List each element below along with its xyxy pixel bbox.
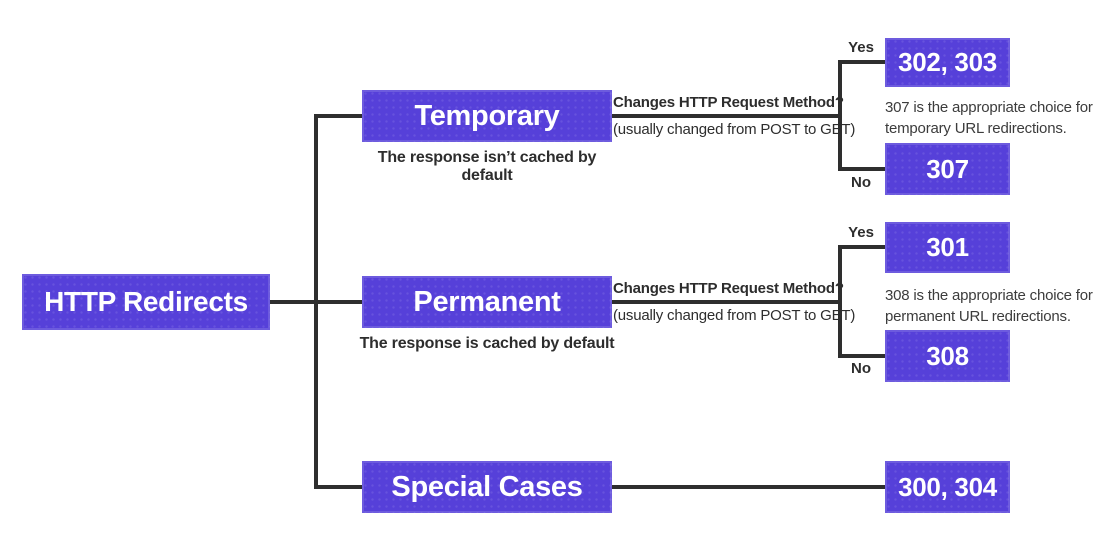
connector-temporary-branch-vertical [838, 60, 842, 171]
connector-trunk-to-temporary [314, 114, 362, 118]
permanent-no-result-label: 308 [926, 340, 969, 371]
connector-temporary-no [838, 167, 886, 171]
node-temporary-label: Temporary [414, 99, 560, 132]
temporary-no-result-label: 307 [926, 153, 969, 184]
connector-temporary-question [612, 114, 842, 118]
question-sub-temporary: (usually changed from POST to GET) [613, 121, 856, 138]
root-node-label: HTTP Redirects [44, 286, 248, 317]
caption-temporary: The response isn’t cached by default [377, 149, 597, 184]
label-temporary-no: No [851, 174, 871, 191]
node-permanent-no-result: 308 [885, 330, 1010, 382]
connector-permanent-branch-vertical [838, 245, 842, 358]
node-temporary: Temporary [362, 90, 612, 142]
node-temporary-no-result: 307 [885, 143, 1010, 195]
connector-trunk-vertical [314, 114, 318, 489]
node-temporary-yes-result: 302, 303 [885, 38, 1010, 87]
question-temporary: Changes HTTP Request Method? [613, 94, 844, 111]
question-permanent: Changes HTTP Request Method? [613, 280, 844, 297]
connector-permanent-question [612, 300, 842, 304]
note-temporary: 307 is the appropriate choice for tempor… [885, 99, 1093, 137]
connector-temporary-yes [838, 60, 886, 64]
temporary-yes-result-label: 302, 303 [898, 47, 997, 77]
caption-permanent: The response is cached by default [359, 335, 615, 352]
connector-permanent-no [838, 354, 886, 358]
node-permanent-yes-result: 301 [885, 222, 1010, 273]
node-special-cases-result: 300, 304 [885, 461, 1010, 513]
special-cases-result-label: 300, 304 [898, 471, 997, 502]
connector-permanent-yes [838, 245, 886, 249]
root-node-http-redirects: HTTP Redirects [22, 274, 270, 330]
label-temporary-yes: Yes [848, 39, 874, 56]
label-permanent-yes: Yes [848, 224, 874, 241]
connector-special-to-result [612, 485, 885, 489]
node-permanent: Permanent [362, 276, 612, 328]
node-special-cases-label: Special Cases [391, 470, 583, 503]
node-permanent-label: Permanent [413, 285, 561, 318]
connector-trunk-to-special [314, 485, 362, 489]
note-permanent: 308 is the appropriate choice for perman… [885, 287, 1093, 325]
label-permanent-no: No [851, 360, 871, 377]
question-sub-permanent: (usually changed from POST to GET) [613, 307, 856, 324]
permanent-yes-result-label: 301 [926, 232, 969, 262]
node-special-cases: Special Cases [362, 461, 612, 513]
